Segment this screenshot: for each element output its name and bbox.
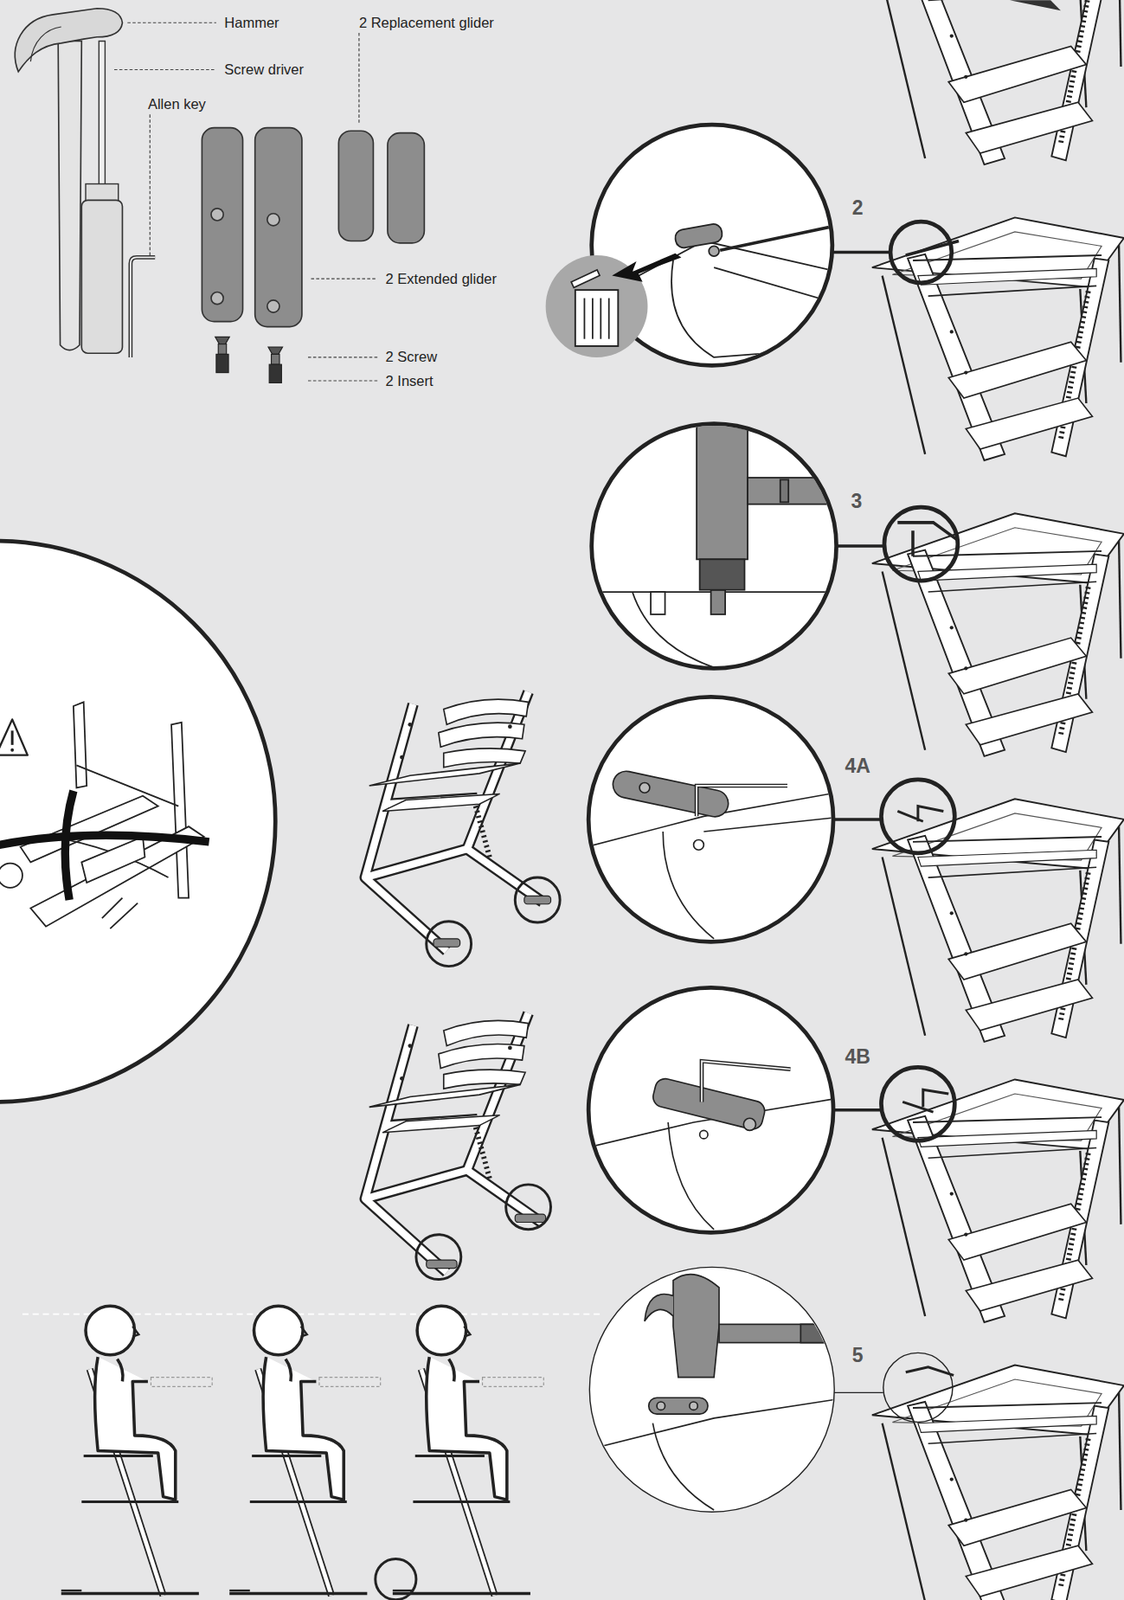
part-label: 2 Insert [385,372,434,389]
part-label: 2 Screw [385,348,438,365]
part-label: 2 Extended glider [385,270,497,287]
zoom-step-5 [589,1266,847,1512]
zoom-step-3 [586,420,850,674]
tool-label: Allen key [147,96,206,112]
step-number: 4B [844,1046,870,1068]
trash-bin [545,253,682,358]
children-sizes [61,1305,545,1600]
screwdriver [81,40,123,354]
extended-gliders [201,128,302,328]
chair-4a [365,692,560,967]
step-number: 5 [852,1344,864,1367]
replacement-gliders [338,130,424,244]
allen-key [130,256,155,358]
leader-lines [114,22,378,381]
tool-label: Hammer [224,14,279,31]
tool-label: Screw driver [224,61,304,78]
zoom-step-4b [586,987,848,1233]
warning-triangle [0,719,28,755]
step-number: 3 [850,490,862,513]
magnifier-links [832,221,959,1422]
step-scenes [872,0,1124,1600]
step-number: 2 [852,197,864,219]
chair-4b [365,1013,552,1280]
part-label: 2 Replacement glider [359,14,495,31]
screws-inserts [215,336,283,383]
step-number: 4A [844,755,870,778]
zoom-step-4a [586,696,848,942]
warning-circle [0,540,276,1102]
